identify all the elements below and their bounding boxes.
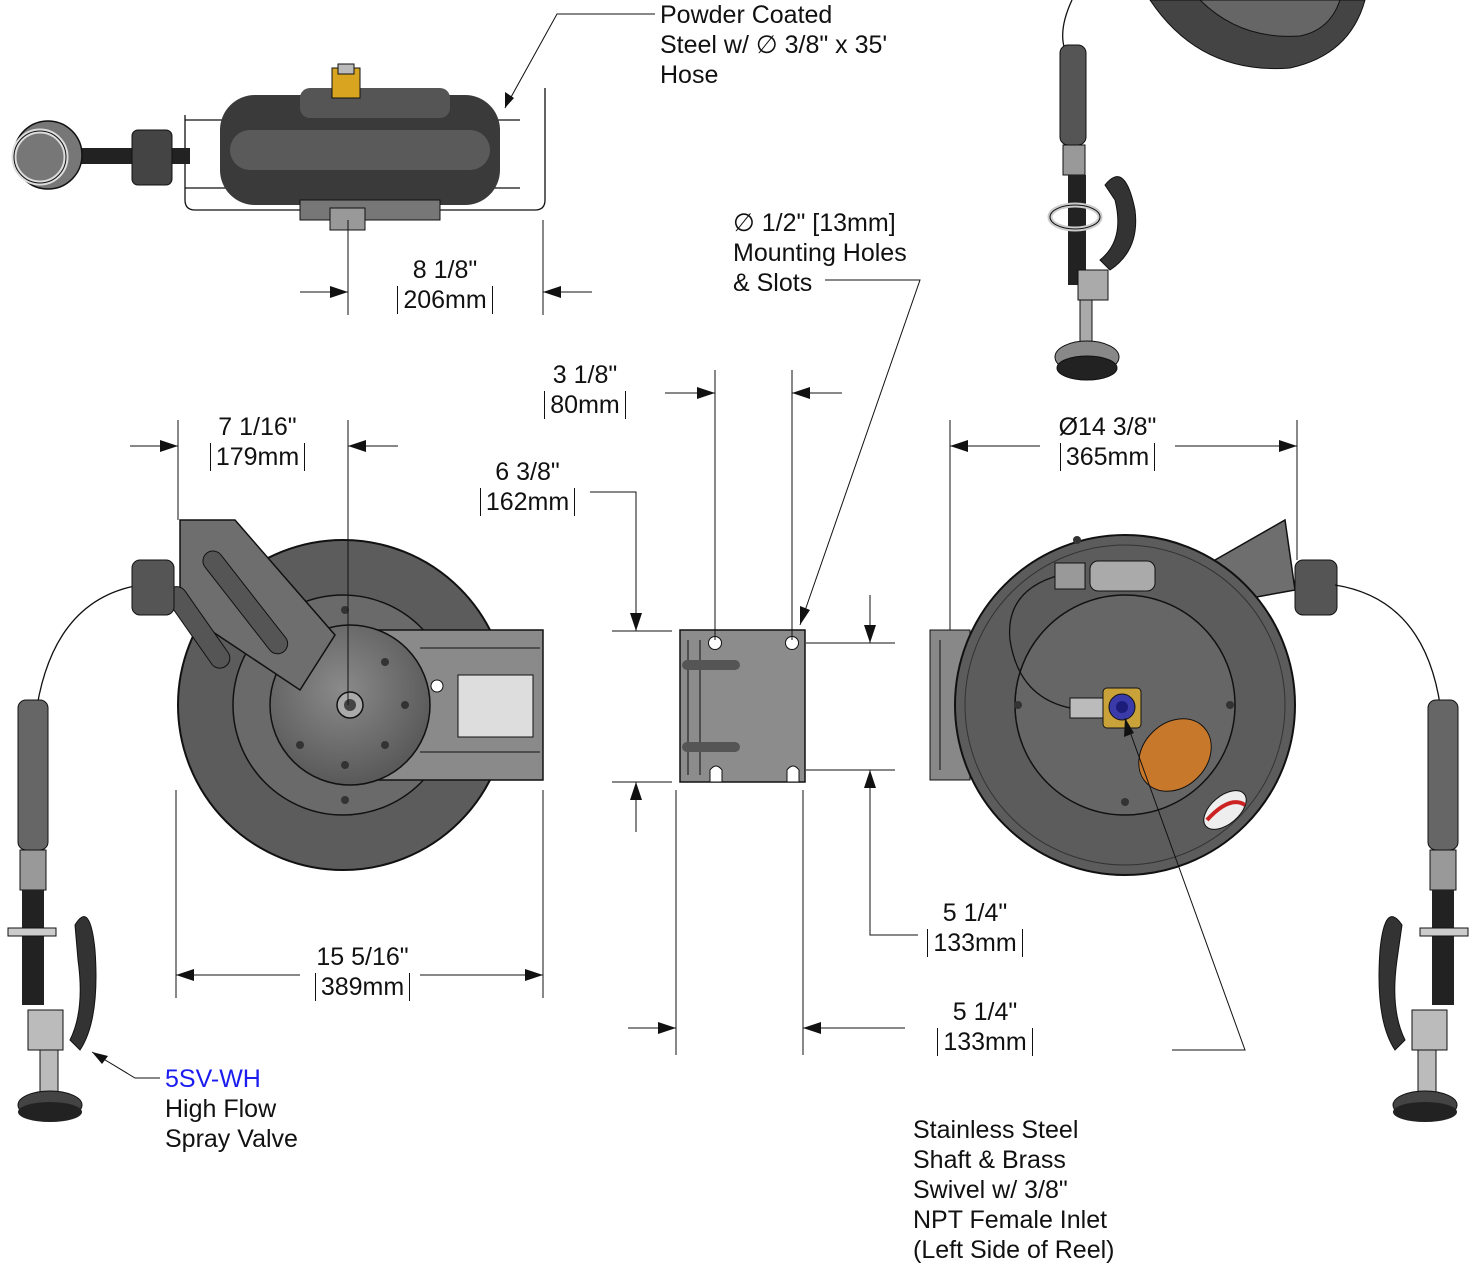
shaft-callout-line-3: Swivel w/ 3/8" <box>913 1176 1068 1204</box>
holes-callout-line-3: & Slots <box>733 269 813 297</box>
dim-slot-vertical-metric: 133mm <box>927 929 1023 957</box>
dim-hub-offset: 7 1/16" 179mm <box>190 412 325 472</box>
dim-overall-width-imperial: 15 5/16" <box>316 943 409 971</box>
mounting-bracket <box>679 629 806 783</box>
dim-slot-horizontal-imperial: 5 1/4" <box>952 998 1018 1026</box>
hose-callout-line-2: Steel w/ ∅ 3/8" x 35' <box>660 31 888 59</box>
hose-callout-line-3: Hose <box>660 61 719 89</box>
front-view <box>7 519 544 1122</box>
valve-callout: 5SV-WH High Flow Spray Valve <box>165 1064 298 1154</box>
dim-hub-offset-imperial: 7 1/16" <box>218 413 297 441</box>
dim-hub-offset-metric: 179mm <box>209 443 306 471</box>
shaft-callout-line-4: NPT Female Inlet <box>913 1206 1108 1234</box>
hose-callout: Powder Coated Steel w/ ∅ 3/8" x 35' Hose <box>660 0 887 90</box>
dim-hole-spacing: 3 1/8" 80mm <box>520 360 650 420</box>
top-view <box>11 63 546 231</box>
rear-view <box>929 518 1469 1122</box>
dim-overall-width-metric: 389mm <box>314 973 411 1001</box>
valve-callout-line-2: Spray Valve <box>165 1125 298 1153</box>
hose-callout-line-1: Powder Coated <box>660 1 833 29</box>
holes-callout-line-2: Mounting Holes <box>733 239 907 267</box>
valve-model-label: 5SV-WH <box>165 1065 261 1093</box>
valve-callout-line-1: High Flow <box>165 1095 277 1123</box>
dim-reel-diameter-imperial: Ø14 3/8" <box>1058 413 1157 441</box>
dim-slot-vertical: 5 1/4" 133mm <box>910 898 1040 958</box>
shaft-callout-line-1: Stainless Steel <box>913 1116 1079 1144</box>
shaft-callout-line-5: (Left Side of Reel) <box>913 1236 1115 1264</box>
dim-top-depth-metric: 206mm <box>397 286 493 314</box>
holes-callout: ∅ 1/2" [13mm] Mounting Holes & Slots <box>733 208 907 298</box>
dim-bracket-height-metric: 162mm <box>479 488 576 516</box>
iso-detail <box>1047 0 1366 381</box>
shaft-callout-line-2: Shaft & Brass <box>913 1146 1066 1174</box>
dim-slot-horizontal: 5 1/4" 133mm <box>920 997 1050 1057</box>
dim-overall-width: 15 5/16" 389mm <box>295 942 430 1002</box>
dim-reel-diameter: Ø14 3/8" 365mm <box>1035 412 1180 472</box>
dim-bracket-height: 6 3/8" 162mm <box>460 457 595 517</box>
dim-reel-diameter-metric: 365mm <box>1059 443 1156 471</box>
dim-top-depth: 8 1/8" 206mm <box>380 255 510 315</box>
dim-hole-spacing-imperial: 3 1/8" <box>552 361 618 389</box>
holes-callout-line-1: ∅ 1/2" [13mm] <box>733 209 896 237</box>
shaft-callout: Stainless Steel Shaft & Brass Swivel w/ … <box>913 1115 1115 1265</box>
dim-hole-spacing-metric: 80mm <box>544 391 626 419</box>
dim-slot-horizontal-metric: 133mm <box>937 1028 1033 1056</box>
dim-bracket-height-imperial: 6 3/8" <box>495 458 560 486</box>
dim-top-depth-imperial: 8 1/8" <box>412 256 478 284</box>
dim-slot-vertical-imperial: 5 1/4" <box>942 899 1008 927</box>
